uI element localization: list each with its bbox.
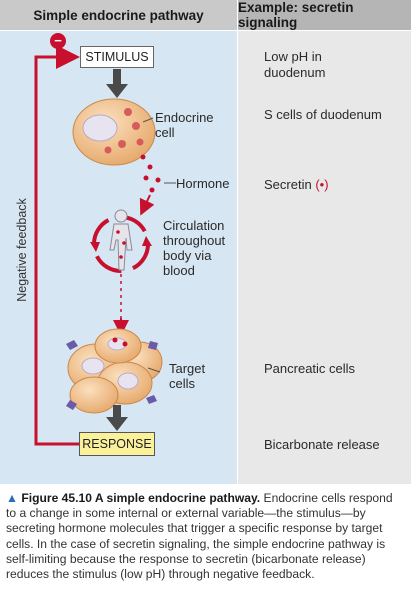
hormone-label: Hormone bbox=[176, 176, 230, 191]
hormone-dots bbox=[140, 154, 161, 193]
circulation-label: Circulation throughout body via blood bbox=[163, 218, 226, 278]
figure-caption: ▲ Figure 45.10 A simple endocrine pathwa… bbox=[6, 491, 406, 582]
hormone-marker-icon: (•) bbox=[315, 177, 329, 192]
header-example-secretin: Example: secretin signaling bbox=[238, 0, 411, 30]
target-cells-drawing bbox=[66, 328, 163, 414]
header-right-label: Example: secretin signaling bbox=[238, 0, 354, 30]
header-simple-endocrine-pathway: Simple endocrine pathway bbox=[0, 0, 237, 30]
stimulus-box: STIMULUS bbox=[80, 46, 154, 68]
caption-text: Endocrine cells respond to a change in s… bbox=[6, 491, 393, 582]
endocrine-cell-drawing bbox=[72, 98, 156, 166]
negative-sign-icon: − bbox=[50, 33, 66, 49]
response-box: RESPONSE bbox=[79, 432, 155, 456]
caption-title: Figure 45.10 A simple endocrine pathway. bbox=[21, 491, 261, 505]
caption-triangle-icon: ▲ bbox=[6, 491, 18, 505]
example-stimulus: Low pH in duodenum bbox=[264, 49, 326, 80]
header-left-label: Simple endocrine pathway bbox=[33, 7, 204, 23]
example-hormone-name: Secretin bbox=[264, 177, 312, 192]
example-response: Bicarbonate release bbox=[264, 437, 380, 452]
example-target-cells: Pancreatic cells bbox=[264, 361, 356, 376]
target-cells-label: Target cells bbox=[169, 361, 206, 391]
negative-feedback-loop bbox=[34, 45, 80, 446]
response-arrow bbox=[106, 405, 128, 431]
example-hormone: Secretin (•) bbox=[264, 177, 404, 193]
negative-feedback-label: Negative feedback bbox=[15, 198, 29, 302]
example-endocrine-cell: S cells of duodenum bbox=[264, 107, 382, 122]
stimulus-arrow bbox=[106, 69, 128, 98]
endocrine-cell-label: Endocrine cell bbox=[155, 110, 214, 140]
hormone-arrow bbox=[139, 194, 155, 216]
human-figure bbox=[109, 209, 133, 271]
example-panel bbox=[238, 31, 411, 484]
